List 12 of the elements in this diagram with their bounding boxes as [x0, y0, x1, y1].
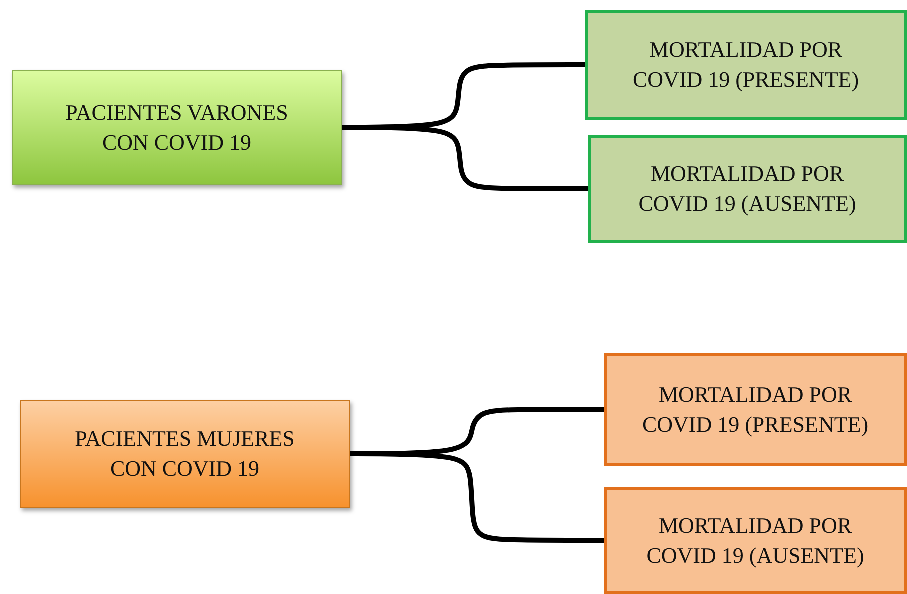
box-text: MORTALIDAD POR COVID 19 (PRESENTE)	[641, 380, 870, 439]
outcome-box	[604, 353, 907, 466]
box-text: MORTALIDAD POR COVID 19 (PRESENTE)	[632, 36, 860, 94]
outcome-box	[585, 10, 907, 120]
outcome-box	[604, 487, 907, 594]
outcome-box	[588, 135, 907, 243]
box-text: MORTALIDAD POR COVID 19 (AUSENTE)	[638, 160, 858, 218]
patient-group-box	[12, 70, 342, 185]
patient-group-box	[20, 400, 350, 508]
box-text: PACIENTES MUJERES CON COVID 19	[74, 425, 296, 483]
box-text: PACIENTES VARONES CON COVID 19	[64, 98, 290, 156]
box-text: MORTALIDAD POR COVID 19 (AUSENTE)	[646, 512, 866, 570]
